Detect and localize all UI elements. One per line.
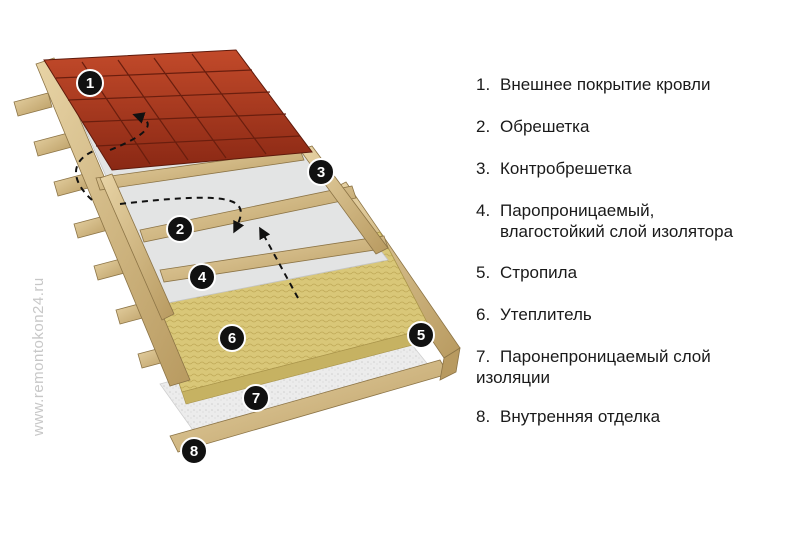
badge-label: 3 — [317, 164, 325, 181]
legend-item-3: 3.Контробрешетка — [476, 159, 632, 178]
badge-label: 6 — [228, 330, 236, 347]
legend-item-4: 4.Паропроницаемый, влагостойкий слой изо… — [476, 201, 734, 241]
legend-item-7: 7.Паронепроницаемый слой изоляции — [476, 347, 711, 387]
badge-6: 6 — [218, 324, 246, 352]
legend-item-5: 5.Стропила — [476, 263, 578, 282]
badge-label: 7 — [252, 390, 260, 407]
badge-1: 1 — [76, 69, 104, 97]
counter-battens — [95, 149, 389, 283]
legend-item-1: 1.Внешнее покрытие кровли — [476, 75, 711, 94]
badge-label: 4 — [198, 269, 207, 286]
watermark: www.remontokon24.ru — [30, 277, 47, 436]
badge-3: 3 — [307, 158, 335, 186]
badge-7: 7 — [242, 384, 270, 412]
badge-label: 8 — [190, 443, 198, 460]
badge-label: 2 — [176, 221, 184, 238]
roof-layers-diagram: 1 2 3 4 5 6 7 8 — [13, 49, 461, 465]
badge-8: 8 — [180, 437, 208, 465]
badge-2: 2 — [166, 215, 194, 243]
badge-5: 5 — [407, 321, 435, 349]
badge-4: 4 — [188, 263, 216, 291]
roof-tiles — [43, 49, 313, 171]
legend-item-2: 2.Обрешетка — [476, 117, 590, 136]
badge-label: 1 — [86, 75, 94, 92]
legend-item-6: 6.Утеплитель — [476, 305, 592, 324]
legend-item-8: 8.Внутренняя отделка — [476, 407, 661, 426]
badge-label: 5 — [417, 327, 425, 344]
airflow-arrows — [75, 112, 299, 299]
